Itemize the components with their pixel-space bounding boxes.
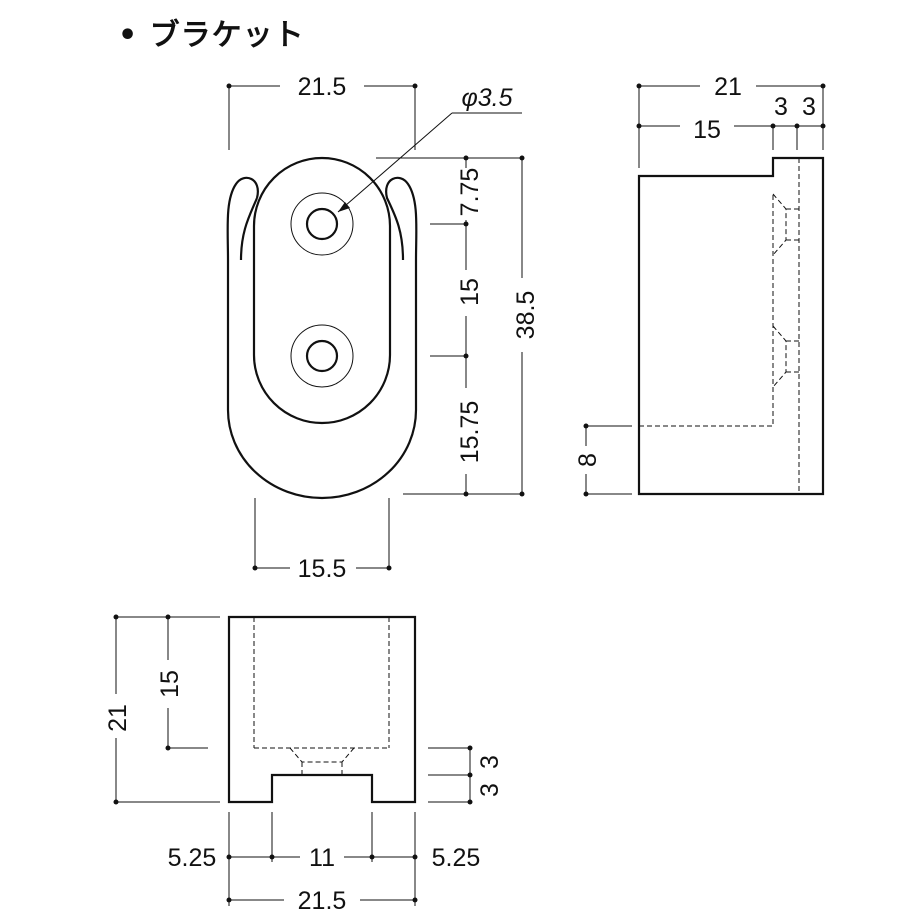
hole-2-counterbore	[290, 324, 354, 388]
hole-1-counterbore	[290, 192, 354, 256]
front-outer-arm-left	[239, 197, 259, 261]
bottom-view: 21 15 3 3 5.25 11 5.25 21.5	[104, 614, 504, 915]
bottom-right-margin-label: 5.25	[432, 844, 481, 872]
bottom-height-total-label: 21	[104, 704, 132, 732]
side-height-low-label: 8	[574, 453, 602, 467]
side-step1-label: 3	[774, 93, 788, 121]
side-hidden-line	[772, 193, 787, 256]
side-outline	[637, 156, 825, 496]
bottom-outline	[227, 615, 417, 804]
side-width-total-label: 21	[714, 73, 742, 101]
side-hidden-line	[772, 325, 787, 388]
dim-hole-pitch-label: 15	[456, 278, 484, 306]
bottom-inner-depth-label: 15	[156, 670, 184, 698]
hole-2	[305, 339, 339, 373]
side-view: 21 15 3 3 8	[574, 73, 826, 497]
front-view: 21.5 φ3.5 7.75 15 15.75 38.5 15.5	[226, 73, 551, 583]
dim-height-label: 38.5	[512, 291, 540, 340]
bottom-step1-label: 3	[476, 755, 504, 769]
bottom-left-margin-label: 5.25	[168, 844, 217, 872]
front-inner-oval	[252, 156, 392, 425]
leader-line	[337, 112, 453, 213]
hole-dia-label: φ3.5	[461, 84, 512, 112]
bottom-hidden-line	[289, 747, 355, 763]
hole-1	[305, 207, 339, 241]
side-step2-label: 3	[802, 93, 816, 121]
side-width-main-label: 15	[693, 116, 721, 144]
bottom-slot-width-label: 11	[309, 844, 335, 872]
dim-top-gap-label: 7.75	[456, 168, 484, 217]
bottom-width-total-label: 21.5	[298, 887, 347, 915]
bottom-step2-label: 3	[476, 783, 504, 797]
dim-bottom-gap-label: 15.75	[456, 401, 484, 464]
front-width-top-label: 21.5	[298, 73, 347, 101]
front-width-bottom-label: 15.5	[298, 555, 347, 583]
page-title: • ブラケット	[118, 18, 305, 53]
side-hidden-line	[639, 194, 774, 427]
front-outer-outline	[226, 176, 418, 500]
